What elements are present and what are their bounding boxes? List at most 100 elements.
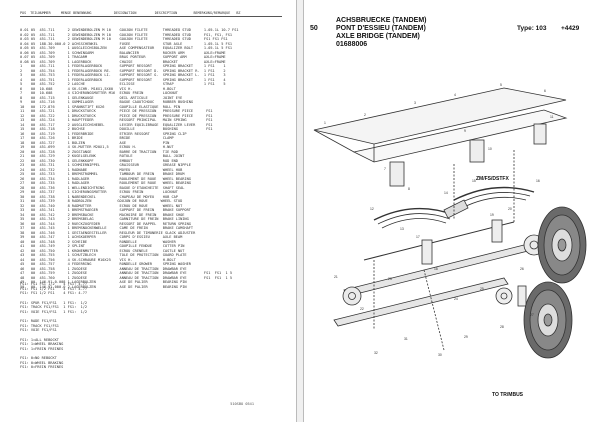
parts-list-row: 46 00 451.758 1 ZUGOESE ANNEAU DE TRACTI… [20,266,187,271]
axle-beam-rear [333,277,509,327]
tire-rear [523,281,573,359]
callout-number: 11 [550,115,554,119]
leaf-spring-right [453,186,535,201]
callout-number: 19 [490,213,494,217]
parts-list-row: 34 00 451.742 2 BREMSBACKE MACHOIRE DE F… [20,212,185,217]
parts-list-row: 35 00 451.743 2 BREMSBELAG GARNITURE DE … [20,217,189,221]
note-line: FS1: 1=ALL REBOCKT [20,337,59,342]
parts-list-row: 47 00 451.759 1 ZUGOESE ANNEAU DE TRACTI… [20,271,233,275]
tire-front [537,206,587,284]
assembly-title: ACHSBRUECKE (TANDEM) PONT D'ESSIEU (TAND… [336,17,426,49]
parts-list-row: 39 00 451.747 1 ACHSKOERPER CORPS D'ESSI… [20,235,183,239]
parts-list-row: 19 00 451.699 4 SK-MUTTER M20X1,5 ECROU … [20,145,174,149]
note-line: FS1: TRACK FS1/FS1 [20,323,59,328]
note-line: FS1: SPUR FS1/FS1 1 FS1: 1/2 [20,300,90,305]
title-line-en: AXLE BRIDGE (TANDEM) [336,33,420,40]
equalizer-lever [443,199,469,219]
callout-number: 18 [434,267,438,271]
parts-list-row: 10 00 172.876 1 SPANNSTIFT 6X26 GOUPILLE… [20,104,181,109]
callout-number: 32 [374,351,378,355]
callout-number: 4 [454,93,456,97]
spring-bracket-rear [533,123,547,145]
type-label: Type: 103 [517,25,547,32]
parts-list-row: 50 00 146.91.000.0 2 LAGERBOLZEN AXE DE … [20,284,187,289]
parts-list-row: 25 00 451.733 1 BREMSTROMMEL TAMBOUR DE … [20,172,185,176]
note-line: FS1: 0=WHEEL BRAKING [20,360,64,365]
drawing-number: 01688006 [336,41,368,48]
frame-beam-upper [313,87,567,145]
book-gutter [296,0,304,422]
callout-number: 26 [520,267,524,271]
diagram-page: 50 ACHSBRUECKE (TANDEM) PONT D'ESSIEU (T… [304,0,600,422]
parts-list-row: 0.06 05 451.709 1 SCHWINGARM BALANCIER R… [20,50,226,55]
callout-number: 28 [500,325,504,329]
parts-list-row: 15 00 451.718 2 BUCHSE DOUILLE BUSHING F… [20,127,213,131]
leaf-spring-left [373,207,455,221]
callout-number: 10 [488,147,492,151]
note-line: FS1: 1=FREIN FREINES [20,346,64,351]
callout-number: 24 [454,297,458,301]
parts-list-row: 5 00 451.752 2 LASCHE ECLISSE STRAP 1 FS… [20,82,226,86]
parts-list-row: 48 00 451.760 1 ZUGOESE ANNEAU DE TRACTI… [20,275,233,280]
parts-list-row: 45 00 451.757 4 FEDERRING RONDELLE GROWE… [20,262,191,266]
callout-number: 16 [536,179,540,183]
callout-number: 8 [408,187,410,191]
parts-list-row: 14 00 451.717 2 AUSGLEICHSHEBEL LEVIER E… [20,122,213,127]
tie-rod [363,221,515,261]
note-line: FS1: VOIE FS1/FS1 [20,328,57,332]
diagram-label-b: TO TR/MBUS [492,392,524,398]
parts-list-row: 23 00 451.731 1 SCHMIERNIPPEL GRAISSEUR … [20,163,191,167]
callout-number: 7 [384,167,386,171]
parts-list-row: 11 00 451.721 1 DRUCKSTUECK PIECE DE PRE… [20,109,213,113]
parts-list-row: 17 00 451.726 1 BRIDE BRIDE CLAMP [20,136,174,140]
callout-number: 15 [472,179,476,183]
parts-list-row: 43 00 451.755 1 SCHUTZBLECH TOLE DE PROT… [20,253,187,257]
callout-number: 6 [544,89,546,93]
callout-number: 21 [334,275,338,279]
parts-list-row: 0.05 05 451.709 1 AUSGLEICHSBOLZEN AXE C… [20,46,233,50]
note-line: FS1: FS1 FS1 1/2 4 FS1: 4-?? [20,282,90,286]
parts-list-row: 9 00 451.716 1 GUMMILAGER BAGUE CAOUTCHO… [20,100,194,104]
parts-list-row: 4 00 451.751 1 FEDERLAGERBOCK SUPPORT RE… [20,77,226,82]
parts-list-header: POS TEILNUMMER MENGE BENENNUNG DESIGNATI… [20,11,241,15]
parts-list-table: 0.01 05 451.711 2 GEWINDEBOLZEN M 10 GOU… [20,28,282,289]
parts-list-row: 26 00 451.734 1 RADLAGER ROULEMENT DE RO… [20,176,191,181]
parts-list-row: 0.03 05 451.711 2 GEWINDEBOLZEN M 10 GOU… [20,37,228,41]
parts-list-row: 49 00 146.91.0.008 1 LAGERBOLZEN AXE DE … [20,280,187,284]
type-number: +4429 [561,25,580,32]
note-line: FS1: FS1 1/2 FS1 4 FS1: 4-?? [20,291,88,295]
callout-number: 27 [530,313,534,317]
parts-list-row: 42 00 451.750 1 KRONENMUTTER ECROU CRENE… [20,248,185,253]
note-line: FS1: 0=NO REBOCKT [20,356,57,360]
parts-list-page: POS TEILNUMMER MENGE BENENNUNG DESIGNATI… [0,0,296,422]
parts-list-row: 1 00 451.711 1 FEDERLAGERBOCK SUPPORT RE… [20,64,226,68]
parts-list-row: 0.04 05 188.30.000.0 2 ACHSSCHENKEL FUSE… [20,41,233,46]
parts-list-row: 31 00 451.739 8 RADBOLZEN GOUJON DE ROUE… [20,199,183,203]
callout-number: 2 [364,113,366,117]
callout-number: 14 [444,191,448,195]
parts-list-row: 20 00 451.728 2 ZUGSTANGE BARRE DE TRACT… [20,149,178,154]
callout-number: 5 [500,83,502,87]
parts-list-row: 36 00 451.744 2 RUECKZUGFEDER RESSORT DE… [20,221,191,226]
parts-list-row: 27 00 451.735 1 RADLAGER ROULEMENT DE RO… [20,181,191,185]
note-line: FS1: FS1 1/2 FS1 4 FS1: 4-?? [20,286,90,291]
parts-list-row: 7 00 10.608 4 SICHERUNGSMUTTER M16 ECROU… [20,91,178,95]
spring-bracket-right [469,139,485,163]
callout-number: 31 [404,337,408,341]
parts-list-row: 8 00 451.715 1 GELENKAUGE OEIL ARTICULE … [20,95,183,100]
parts-list-row: 40 00 451.748 2 SCHEIBE RONDELLE WASHER [20,239,176,244]
header-divider [20,16,282,17]
parts-list-row: 32 00 451.740 8 RADMUTTER ECROU DE ROUE … [20,203,183,208]
parts-list-row: 30 00 451.738 1 NABENDECKEL CHAPEAU DE M… [20,194,178,199]
callout-number: 30 [438,353,442,357]
parts-list-row: 3 00 451.753 1 FEDERLAGERBOCK LI. SUPPOR… [20,73,226,77]
frame-beam-lower [352,109,568,163]
parts-list-row: 38 00 451.746 1 GESTAENGESTELLER REGLEUR… [20,230,196,235]
callout-number: 29 [464,335,468,339]
parts-list-row: 18 00 451.727 1 BOLZEN AXE PIN [20,140,170,145]
parts-list-row: 2 00 451.754 1 FEDERLAGERBOCK RE. SUPPOR… [20,68,226,73]
parts-list-row: 24 00 451.732 1 RADNABE MOYEU WHEEL HUB [20,167,183,172]
parts-list-row: 13 00 451.724 1 HAUPTFEDER RESSORT PRINC… [20,118,213,122]
parts-list-row: 21 00 451.729 2 KUGELGELENK ROTULE BALL … [20,154,185,158]
callout-number: 22 [360,307,364,311]
